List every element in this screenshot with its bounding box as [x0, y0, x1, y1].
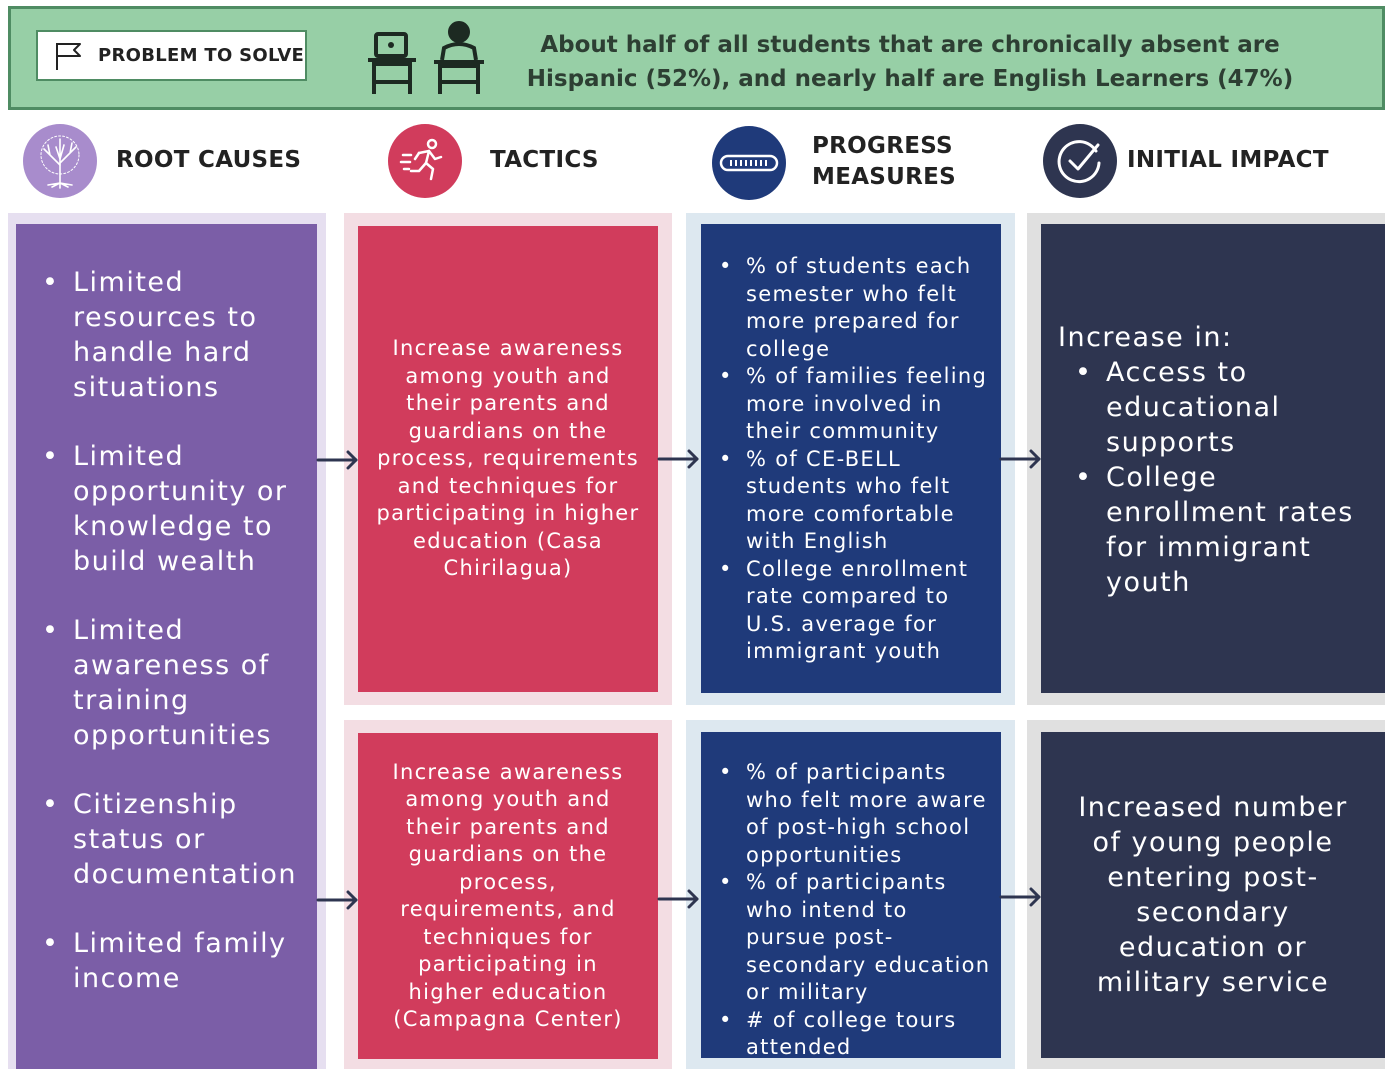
- impact-heading-1: Increase in:: [1058, 322, 1233, 353]
- root-causes-list: Limited resources to handle hard situati…: [16, 265, 317, 996]
- runner-icon: [399, 138, 443, 181]
- tree-icon: [40, 135, 80, 189]
- impact-list-1: Access to educational supports College e…: [1041, 355, 1385, 600]
- checkmark-icon: [1057, 140, 1101, 184]
- progress-measure-item: College enrollment rate compared to U.S.…: [701, 556, 995, 666]
- root-cause-item: Citizenship status or documentation: [16, 787, 317, 892]
- root-cause-item: Limited awareness of training opportunit…: [16, 613, 317, 753]
- tactics-title: TACTICS: [490, 147, 599, 173]
- root-causes-panel: Limited resources to handle hard situati…: [16, 224, 317, 1069]
- tactic-text-1: Increase awareness among youth and their…: [376, 336, 640, 581]
- root-causes-icon-badge: [23, 124, 97, 198]
- arrow-right-icon: [316, 450, 358, 470]
- problem-statement: About half of all students that are chro…: [520, 28, 1300, 96]
- root-causes-title: ROOT CAUSES: [116, 147, 302, 173]
- impact-text-2: Increased number of young people enterin…: [1078, 792, 1348, 998]
- progress-title-line-1: PROGRESS: [812, 133, 953, 159]
- problem-label-box: PROBLEM TO SOLVE: [36, 30, 307, 81]
- progress-measure-item: % of participants who felt more aware of…: [701, 759, 995, 869]
- arrow-right-icon: [999, 887, 1041, 907]
- problem-line-1: About half of all students that are chro…: [540, 32, 1280, 58]
- impact-item: College enrollment rates for immigrant y…: [1041, 460, 1385, 600]
- tactic-text-2: Increase awareness among youth and their…: [392, 759, 624, 1032]
- tactic-panel-2: Increase awareness among youth and their…: [358, 733, 658, 1059]
- progress-list-1: % of students each semester who felt mor…: [701, 253, 995, 666]
- arrow-right-icon: [999, 449, 1041, 469]
- progress-list-2: % of participants who felt more aware of…: [701, 759, 995, 1062]
- tactic-panel-1: Increase awareness among youth and their…: [358, 226, 658, 692]
- progress-icon-badge: [712, 126, 786, 200]
- progress-title-line-2: MEASURES: [812, 164, 957, 190]
- progress-measure-item: % of students each semester who felt mor…: [701, 253, 995, 363]
- problem-line-2: Hispanic (52%), and nearly half are Engl…: [526, 66, 1294, 92]
- progress-measure-item: % of families feeling more involved in t…: [701, 363, 995, 446]
- progress-title: PROGRESS MEASURES: [812, 131, 956, 193]
- progress-measure-item: % of CE-BELL students who felt more comf…: [701, 446, 995, 556]
- tactics-icon-badge: [388, 124, 462, 198]
- impact-panel-2: Increased number of young people enterin…: [1041, 732, 1385, 1058]
- progress-measure-item: # of college tours attended: [701, 1007, 995, 1062]
- root-cause-item: Limited opportunity or knowledge to buil…: [16, 439, 317, 579]
- arrow-right-icon: [316, 890, 358, 910]
- progress-bar-icon: [719, 154, 779, 172]
- flag-icon: [56, 42, 81, 70]
- impact-item: Access to educational supports: [1041, 355, 1385, 460]
- root-cause-item: Limited resources to handle hard situati…: [16, 265, 317, 405]
- progress-measure-item: % of participants who intend to pursue p…: [701, 869, 995, 1007]
- problem-label: PROBLEM TO SOLVE: [98, 45, 305, 66]
- root-cause-item: Limited family income: [16, 926, 317, 996]
- progress-panel-1: % of students each semester who felt mor…: [701, 224, 1001, 693]
- impact-title: INITIAL IMPACT: [1127, 147, 1329, 173]
- arrow-right-icon: [657, 449, 699, 469]
- student-desk-icon: [368, 21, 484, 94]
- impact-panel-1: Increase in: Access to educational suppo…: [1041, 224, 1385, 693]
- progress-panel-2: % of participants who felt more aware of…: [701, 732, 1001, 1059]
- arrow-right-icon: [657, 889, 699, 909]
- impact-icon-badge: [1043, 124, 1117, 198]
